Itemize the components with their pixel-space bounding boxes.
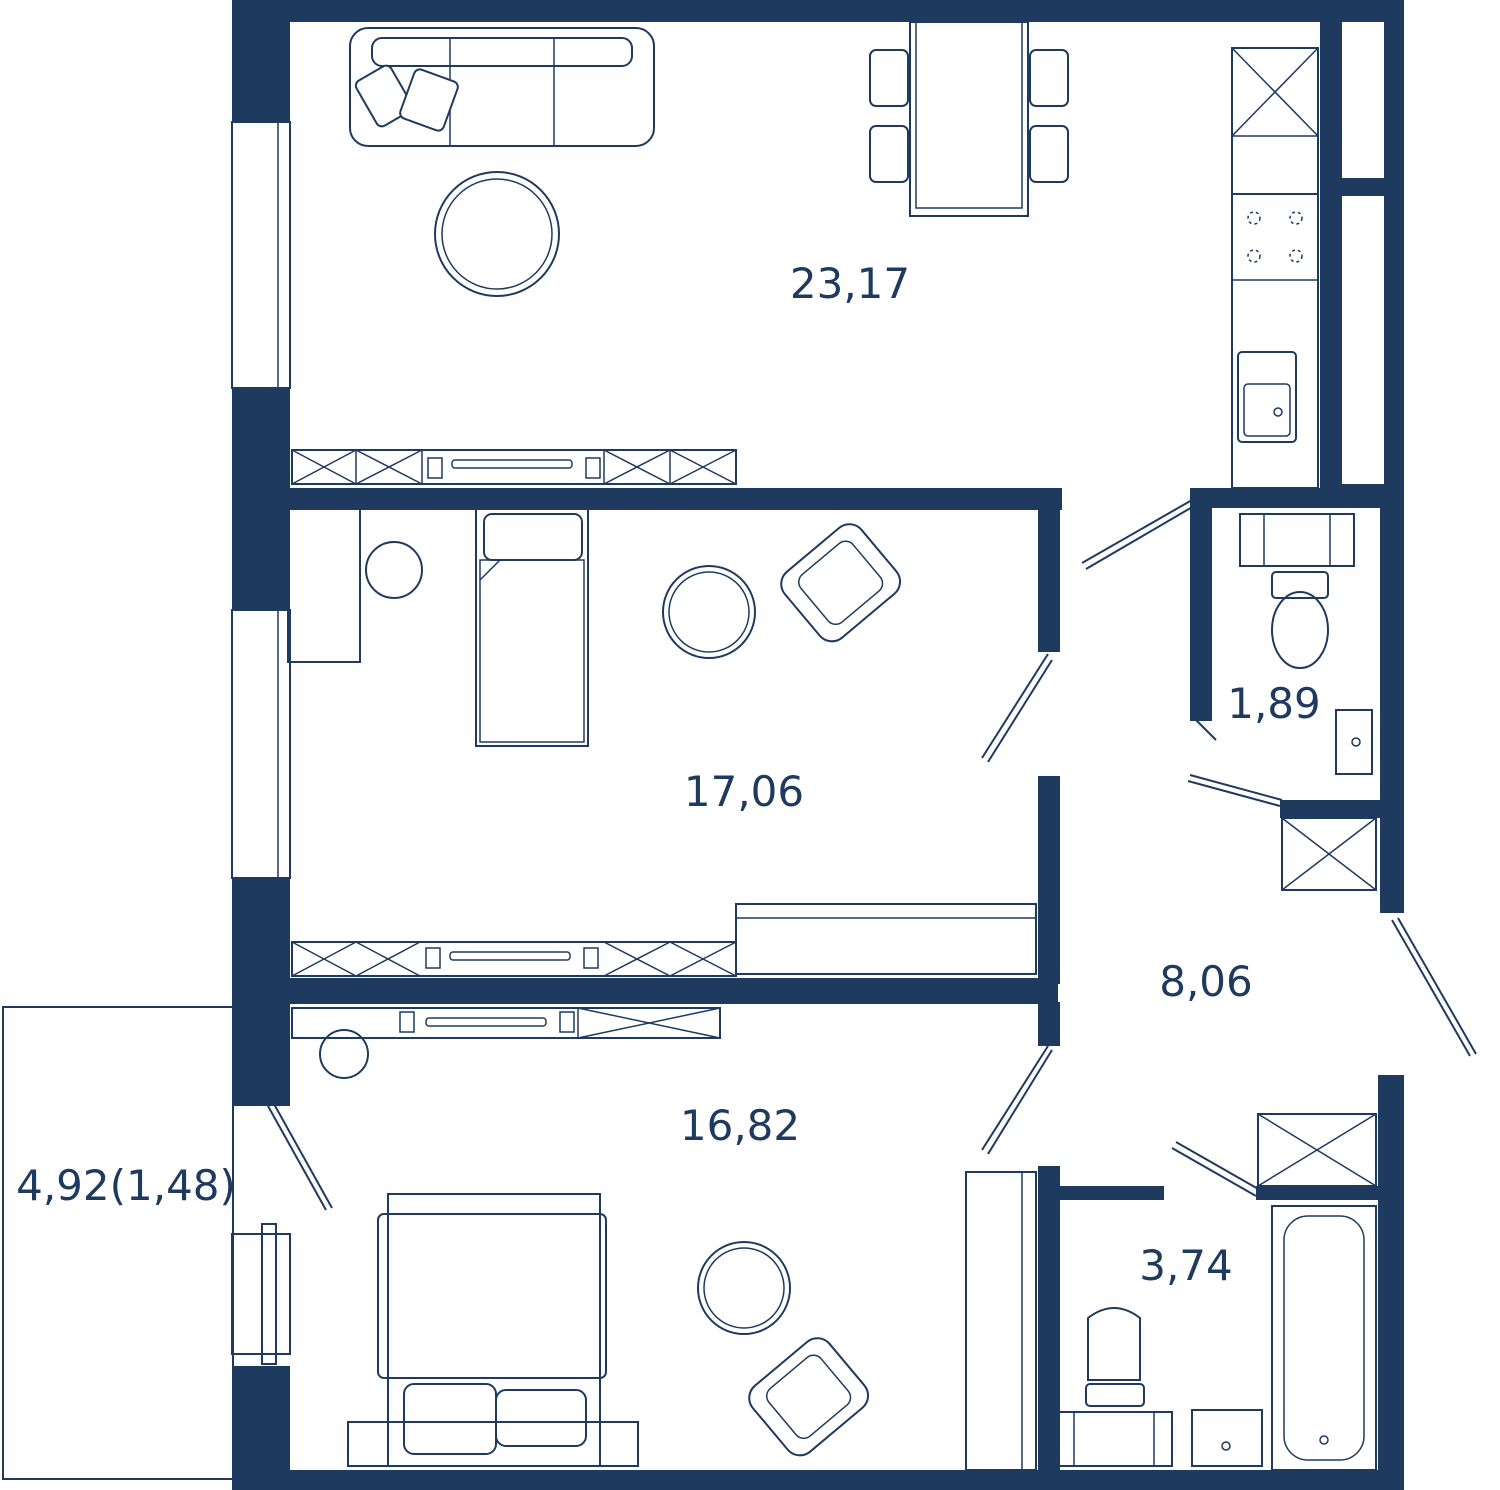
desk (287, 507, 423, 663)
bed-icon (347, 1193, 639, 1467)
round-table-icon (662, 565, 756, 659)
sink-icon (1191, 1409, 1263, 1467)
sofa-icon (349, 27, 655, 147)
armchair-icon (780, 523, 902, 643)
wardrobe-icon (291, 941, 737, 977)
area-label-balcony: 4,92(1,48) (16, 1161, 236, 1210)
toilet-icon (1239, 513, 1355, 669)
area-label-toilet: 1,89 (1227, 679, 1321, 728)
round-table-icon (319, 1029, 791, 1335)
armchair-icon (748, 1337, 870, 1457)
bathtub-icon (1271, 1205, 1377, 1471)
windows (231, 121, 291, 1365)
walls (232, 0, 1404, 1490)
dining-table-icon (869, 21, 1069, 217)
area-label-bedroom-2: 16,82 (680, 1101, 800, 1150)
bed-icon (475, 507, 589, 747)
door-icon (267, 499, 1477, 1211)
area-label-bedroom-1: 17,06 (684, 767, 804, 816)
area-label-living-kitchen: 23,17 (790, 259, 910, 308)
kitchen-counter (1231, 47, 1319, 489)
sink-icon (1335, 709, 1373, 775)
shower-cabinet (1281, 817, 1377, 891)
wardrobe-icon (291, 449, 737, 485)
area-label-hallway: 8,06 (1159, 957, 1253, 1006)
round-table-icon (434, 171, 560, 297)
toilet-icon (1057, 1307, 1173, 1467)
stove-icon (1231, 193, 1319, 281)
sink-icon (1237, 351, 1297, 443)
area-label-bathroom: 3,74 (1139, 1241, 1233, 1290)
radiator-icon (735, 903, 1037, 975)
balcony (2, 1006, 234, 1480)
radiator-icon (965, 1171, 1037, 1471)
shower-cabinet (1257, 1113, 1377, 1187)
wardrobe-icon (291, 1007, 721, 1039)
